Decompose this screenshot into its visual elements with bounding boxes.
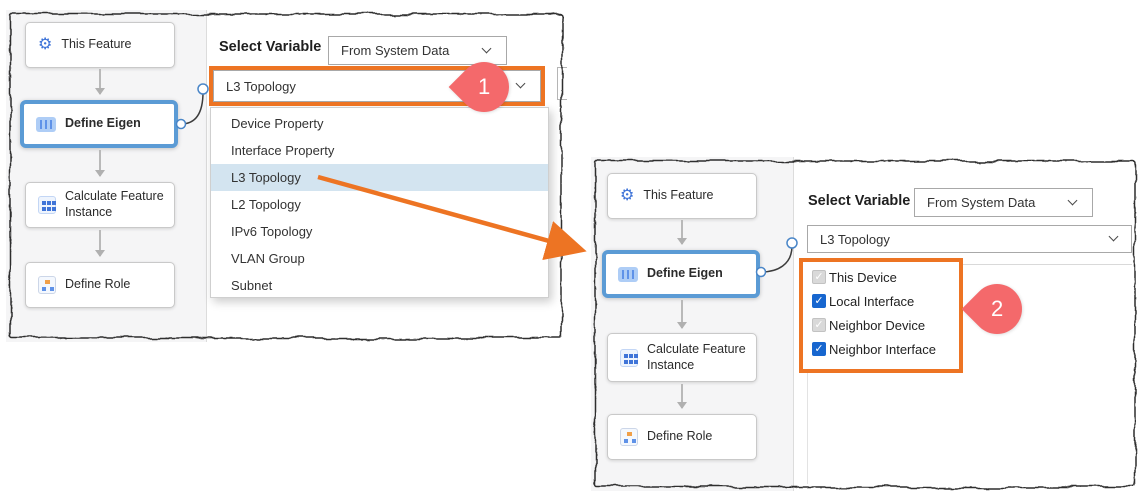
- checkbox-label: This Device: [829, 269, 897, 285]
- connector-wire: [755, 237, 798, 278]
- flow-arrow: [95, 230, 105, 257]
- variable-source-value: From System Data: [927, 195, 1036, 210]
- step-label: Calculate Feature Instance: [647, 341, 746, 372]
- flow-arrow: [677, 220, 687, 245]
- dropdown-option[interactable]: VLAN Group: [231, 251, 305, 266]
- variable-config-area: Select Variable From System Data L3 Topo…: [207, 10, 567, 342]
- topology-options: This Device Local Interface Neighbor Dev…: [812, 269, 936, 357]
- sidebar-step-define-role[interactable]: Define Role: [607, 414, 757, 460]
- sidebar-step-define-eigen[interactable]: Define Eigen: [602, 250, 760, 298]
- variable-dropdown[interactable]: L3 Topology: [807, 225, 1132, 253]
- checkbox-label: Local Interface: [829, 293, 915, 309]
- variable-dropdown-value: L3 Topology: [820, 231, 890, 247]
- dropdown-option[interactable]: Device Property: [231, 116, 324, 131]
- step-marker-2: 2: [961, 273, 1033, 345]
- connector-dot: [755, 266, 767, 278]
- connector-dot: [786, 237, 798, 249]
- variable-source-dropdown[interactable]: From System Data: [914, 188, 1093, 217]
- step-label: Define Eigen: [65, 116, 141, 131]
- sidebar-step-this-feature[interactable]: ⚙ This Feature: [607, 173, 757, 219]
- flow-arrow: [95, 150, 105, 177]
- checkbox-icon: [812, 294, 826, 308]
- sidebar-step-define-role[interactable]: Define Role: [25, 262, 175, 308]
- step-label: This Feature: [643, 188, 714, 203]
- dropdown-option[interactable]: IPv6 Topology: [231, 224, 313, 239]
- role-orgchart-icon: [38, 276, 56, 294]
- connector-dot: [197, 83, 209, 95]
- dropdown-option[interactable]: Interface Property: [231, 143, 335, 158]
- chevron-down-icon: [481, 43, 492, 53]
- sidebar-step-calculate-feature-instance[interactable]: Calculate Feature Instance: [607, 333, 757, 382]
- sidebar-step-calculate-feature-instance[interactable]: Calculate Feature Instance: [25, 182, 175, 228]
- dropdown-option[interactable]: L2 Topology: [231, 197, 301, 212]
- feature-gear-icon: ⚙: [38, 36, 53, 53]
- chevron-down-icon: [1108, 231, 1119, 242]
- checkbox-label: Neighbor Device: [829, 317, 926, 333]
- variable-dropdown-value: L3 Topology: [226, 78, 296, 94]
- checkbox-label: Neighbor Interface: [829, 341, 936, 357]
- workflow-sidebar: ⚙ This Feature Define Eigen Calculate Fe…: [591, 157, 794, 491]
- checkbox-local-interface[interactable]: Local Interface: [812, 293, 936, 309]
- checkbox-icon: [812, 270, 826, 284]
- panel-step2: ⚙ This Feature Define Eigen Calculate Fe…: [591, 157, 1139, 491]
- grid-icon: [620, 348, 638, 367]
- step-label: This Feature: [61, 37, 132, 52]
- flow-arrow: [677, 384, 687, 409]
- chevron-down-icon: [1067, 195, 1078, 205]
- select-variable-label: Select Variable: [219, 39, 322, 55]
- checkbox-neighbor-interface[interactable]: Neighbor Interface: [812, 341, 936, 357]
- panel-step1: ⚙ This Feature Define Eigen Calculate Fe…: [6, 10, 567, 342]
- flow-arrow: [677, 300, 687, 329]
- step-label: Define Eigen: [647, 266, 723, 281]
- variable-source-value: From System Data: [341, 43, 450, 58]
- connector-dot: [175, 118, 187, 130]
- dropdown-option[interactable]: L3 Topology: [211, 164, 548, 191]
- sidebar-step-define-eigen[interactable]: Define Eigen: [20, 100, 178, 148]
- grid-icon: [38, 196, 56, 214]
- chevron-down-icon: [515, 78, 526, 89]
- select-variable-label: Select Variable: [808, 193, 911, 209]
- connector-wire: [175, 83, 209, 130]
- step-label: Define Role: [65, 277, 131, 292]
- eigen-columns-icon: [618, 266, 638, 282]
- variable-source-dropdown[interactable]: From System Data: [328, 36, 507, 65]
- variable-config-area: Select Variable From System Data L3 Topo…: [794, 157, 1139, 491]
- feature-gear-icon: ⚙: [620, 187, 635, 204]
- checkbox-icon: [812, 318, 826, 332]
- step-label: Calculate Feature Instance: [65, 189, 164, 219]
- checkbox-icon: [812, 342, 826, 356]
- role-orgchart-icon: [620, 428, 638, 446]
- workflow-sidebar: ⚙ This Feature Define Eigen Calculate Fe…: [6, 10, 207, 342]
- step-label: Define Role: [647, 429, 713, 444]
- eigen-columns-icon: [36, 116, 56, 132]
- flow-arrow: [95, 69, 105, 95]
- checkbox-this-device[interactable]: This Device: [812, 269, 936, 285]
- sidebar-step-this-feature[interactable]: ⚙ This Feature: [25, 22, 175, 68]
- checkbox-neighbor-device[interactable]: Neighbor Device: [812, 317, 936, 333]
- cut-off-button: [557, 67, 567, 100]
- dropdown-option[interactable]: Subnet: [231, 278, 273, 293]
